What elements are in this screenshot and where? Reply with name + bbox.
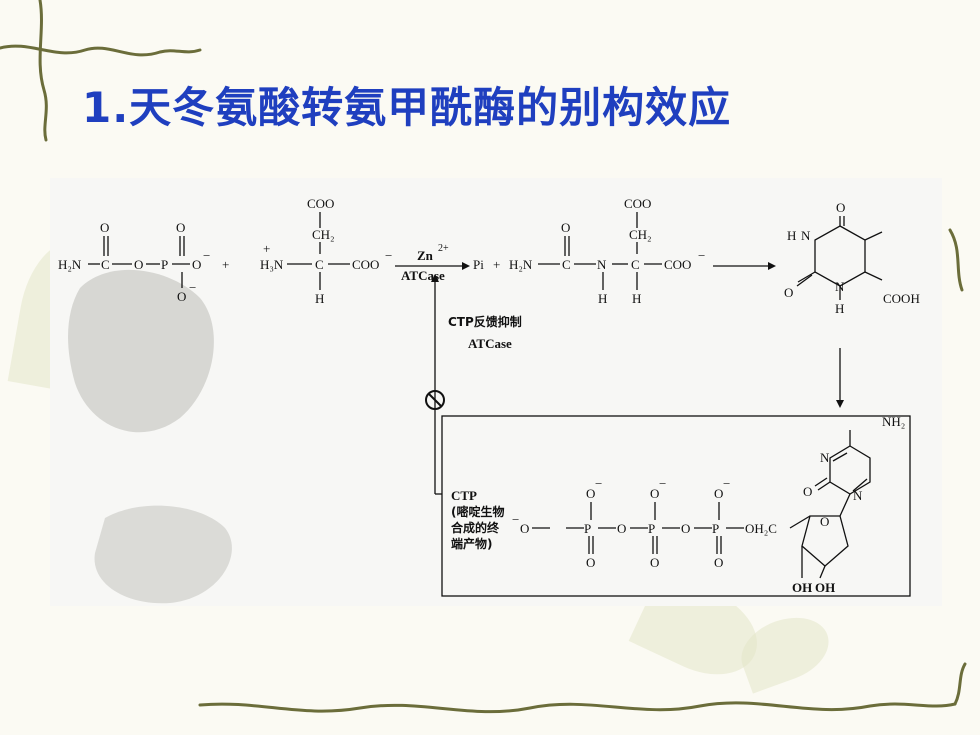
reaction-arrowhead: [462, 262, 470, 270]
bridging-oxygen: O: [681, 521, 690, 536]
ctp-box-description-line: (嘧啶生物: [451, 504, 505, 519]
phosphate-top-oxygen: O: [714, 486, 723, 501]
carbamoyl-aspartate-side-coo: COO: [624, 196, 651, 211]
cytosine-carbonyl-oxygen: O: [803, 484, 812, 499]
phosphate-product: Pi: [473, 257, 484, 272]
reaction-arrowhead: [768, 262, 776, 270]
ring-top-nitrogen: N: [801, 228, 811, 243]
carbamoyl-carbon: C: [101, 257, 110, 272]
slide-title: 1.天冬氨酸转氨甲酰酶的别构效应: [82, 83, 732, 132]
aspartate-hydrogen: H: [315, 291, 324, 306]
ribose-ch2: OH₂C: [745, 521, 777, 536]
cytosine-n1: N: [853, 488, 863, 503]
aspartate-carboxylate: COO: [352, 257, 379, 272]
carbamoyl-aspartate-nitrogen: N: [597, 257, 607, 272]
phosphate-bottom-oxygen: O: [586, 555, 595, 570]
ring-bottom-carbonyl-oxygen: O: [784, 285, 793, 300]
carbamoyl-phosphorus: P: [161, 257, 168, 272]
phosphate-top-charge: −: [659, 476, 666, 491]
zinc-cofactor-charge: 2+: [438, 243, 449, 254]
aspartate-carboxylate-charge: −: [385, 248, 392, 263]
cytosine-amino-group: NH₂: [882, 414, 905, 429]
phosphorus-beta: P: [648, 521, 655, 536]
carbamoyl-aspartate-carbonyl-oxygen: O: [561, 220, 570, 235]
plus-sign: +: [493, 257, 500, 272]
phosphorus-alpha: P: [712, 521, 719, 536]
plus-sign: +: [222, 257, 229, 272]
ribose-hydroxyl: OH: [792, 580, 812, 595]
ribose-hydroxyl: OH: [815, 580, 835, 595]
reaction-figure: H₂N C O P O − O O O − + H₃N + C COO − CH…: [50, 178, 942, 606]
aspartate-alpha-carbon: C: [315, 257, 324, 272]
feedback-inhibition-label: CTP反馈抑制: [448, 314, 522, 329]
carbamoyl-terminal-charge: −: [203, 248, 210, 263]
aspartate-side-chain-coo: COO: [307, 196, 334, 211]
phosphate-top-charge: −: [723, 476, 730, 491]
aspartate-amine-charge: +: [263, 241, 270, 256]
phosphate-top-oxygen: O: [650, 486, 659, 501]
carbamoyl-aspartate-charge: −: [698, 248, 705, 263]
carbamoyl-aspartate-carbon: C: [562, 257, 571, 272]
carbamoyl-aspartate-nh-hydrogen: H: [598, 291, 607, 306]
ctp-box-description-line: 端产物): [451, 536, 493, 551]
ring-bottom-hydrogen: H: [835, 301, 844, 316]
carbamoyl-aspartate-ch-hydrogen: H: [632, 291, 641, 306]
protein-structure-top: [68, 269, 214, 433]
carbamoyl-bottom-oxygen: O: [177, 289, 186, 304]
ring-top-hydrogen: H: [787, 228, 796, 243]
inhibition-icon: [425, 390, 445, 410]
bridging-oxygen: O: [617, 521, 626, 536]
carbamoyl-amine: H₂N: [58, 257, 82, 272]
feedback-enzyme-label: ATCase: [468, 336, 512, 351]
ctp-box-description-line: 合成的终: [451, 520, 500, 535]
phosphate-bottom-oxygen: O: [714, 555, 723, 570]
ctp-box-title: CTP: [451, 488, 477, 503]
carbamoyl-aspartate-amine: H₂N: [509, 257, 533, 272]
zinc-cofactor: Zn: [417, 248, 434, 263]
feedback-arrowhead: [431, 274, 439, 282]
carbamoyl-aspartate-ch2: CH₂: [629, 227, 652, 242]
carbamoyl-aspartate-alpha-carbon: C: [631, 257, 640, 272]
pathway-arrowhead: [836, 400, 844, 408]
carbamoyl-aspartate-carboxylate: COO: [664, 257, 691, 272]
ring-top-carbonyl-oxygen: O: [836, 200, 845, 215]
phosphate-top-oxygen: O: [586, 486, 595, 501]
cytosine-n3: N: [820, 450, 830, 465]
phosphate-end-oxygen: O: [520, 521, 529, 536]
phosphorus-gamma: P: [584, 521, 591, 536]
aspartate-amine: H₃N: [260, 257, 284, 272]
ribose-ring-oxygen: O: [820, 514, 829, 529]
carbamoyl-carbonyl-oxygen: O: [100, 220, 109, 235]
carbamoyl-terminal-oxygen: O: [192, 257, 201, 272]
ring-bottom-nitrogen: N: [835, 279, 845, 294]
ring-carboxyl-group: COOH: [883, 291, 920, 306]
phosphate-bottom-oxygen: O: [650, 555, 659, 570]
atcase-enzyme-label: ATCase: [401, 268, 445, 283]
carbamoyl-bottom-charge: −: [189, 280, 196, 295]
aspartate-side-chain-ch2: CH₂: [312, 227, 335, 242]
phosphate-end-charge: −: [512, 512, 519, 527]
phosphate-top-charge: −: [595, 476, 602, 491]
carbamoyl-phosphoryl-oxygen: O: [176, 220, 185, 235]
protein-structure-bottom: [94, 505, 232, 604]
carbamoyl-ester-oxygen: O: [134, 257, 143, 272]
